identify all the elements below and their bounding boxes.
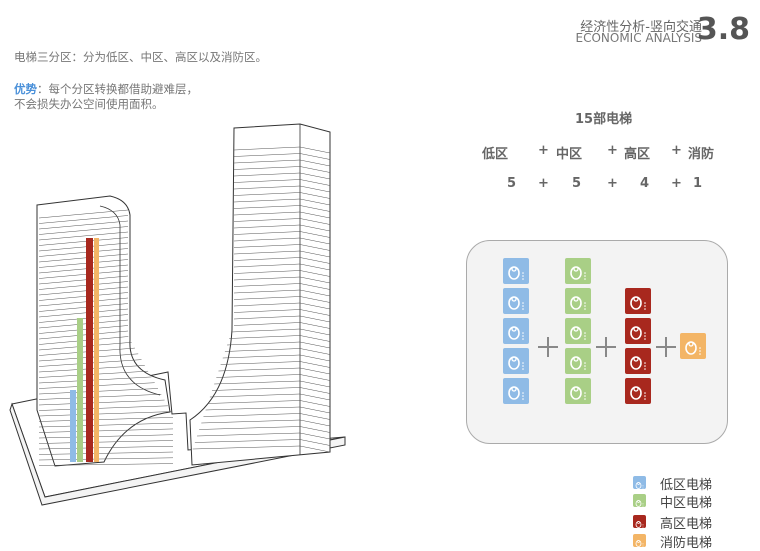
elevator-total: 15部电梯 [575,112,633,127]
advantage-line1: ：每个分区转换都借助避难层， [37,82,198,96]
plus-sign: + [538,176,549,191]
advantage-text: 优势：每个分区转换都借助避难层， 不会损失办公空间使用面积。 [14,82,198,112]
elevator-icon [503,318,529,344]
plus-sign: + [671,176,682,191]
legend-swatch-icon [633,476,646,489]
zone-mid-label: 中区 [556,147,583,162]
count-fire: 1 [693,176,703,191]
elevator-icon [503,378,529,404]
header-title-cn: 经济性分析-竖向交通 [580,20,702,35]
advantage-label: 优势 [14,82,37,96]
building-illustration [9,123,346,506]
elevator-icon [565,378,591,404]
header-title-en: ECONOMIC ANALYSIS [575,31,702,45]
legend-label: 中区电梯 [660,496,713,511]
elevator-icon [565,288,591,314]
elevator-icon [503,288,529,314]
plus-sign: + [607,143,618,158]
legend-label: 消防电梯 [660,536,713,551]
plus-icon [656,337,676,357]
elevator-icon [625,348,651,374]
intro-text: 电梯三分区：分为低区、中区、高区以及消防区。 [14,50,267,64]
plus-sign: + [607,176,618,191]
plus-sign: + [671,143,682,158]
elevator-icon [625,318,651,344]
elevator-icon [625,378,651,404]
legend-label: 低区电梯 [660,478,713,493]
elevator-icon [565,318,591,344]
plus-icon [596,337,616,357]
section-number: 3.8 [696,12,750,47]
count-mid: 5 [572,176,582,191]
zone-low-label: 低区 [482,147,509,162]
count-high: 4 [640,176,650,191]
legend-swatch-icon [633,494,646,507]
high-zone-shaft [86,238,93,462]
plus-sign: + [538,143,549,158]
zone-fire-label: 消防 [688,147,715,162]
right-tower [189,123,331,466]
zone-high-label: 高区 [624,147,651,162]
elevator-icon [680,333,706,359]
elevator-icon [625,288,651,314]
legend-label: 高区电梯 [660,517,713,532]
elevator-icon [565,348,591,374]
elevator-icon [565,258,591,284]
mid-zone-shaft [77,318,83,462]
elevator-icon [503,258,529,284]
plus-icon [538,337,558,357]
legend-swatch-icon [633,534,646,547]
advantage-line2: 不会损失办公空间使用面积。 [14,97,164,111]
low-zone-shaft [70,390,76,462]
elevator-icon [503,348,529,374]
count-low: 5 [507,176,517,191]
legend-swatch-icon [633,515,646,528]
fire-shaft [94,238,99,462]
